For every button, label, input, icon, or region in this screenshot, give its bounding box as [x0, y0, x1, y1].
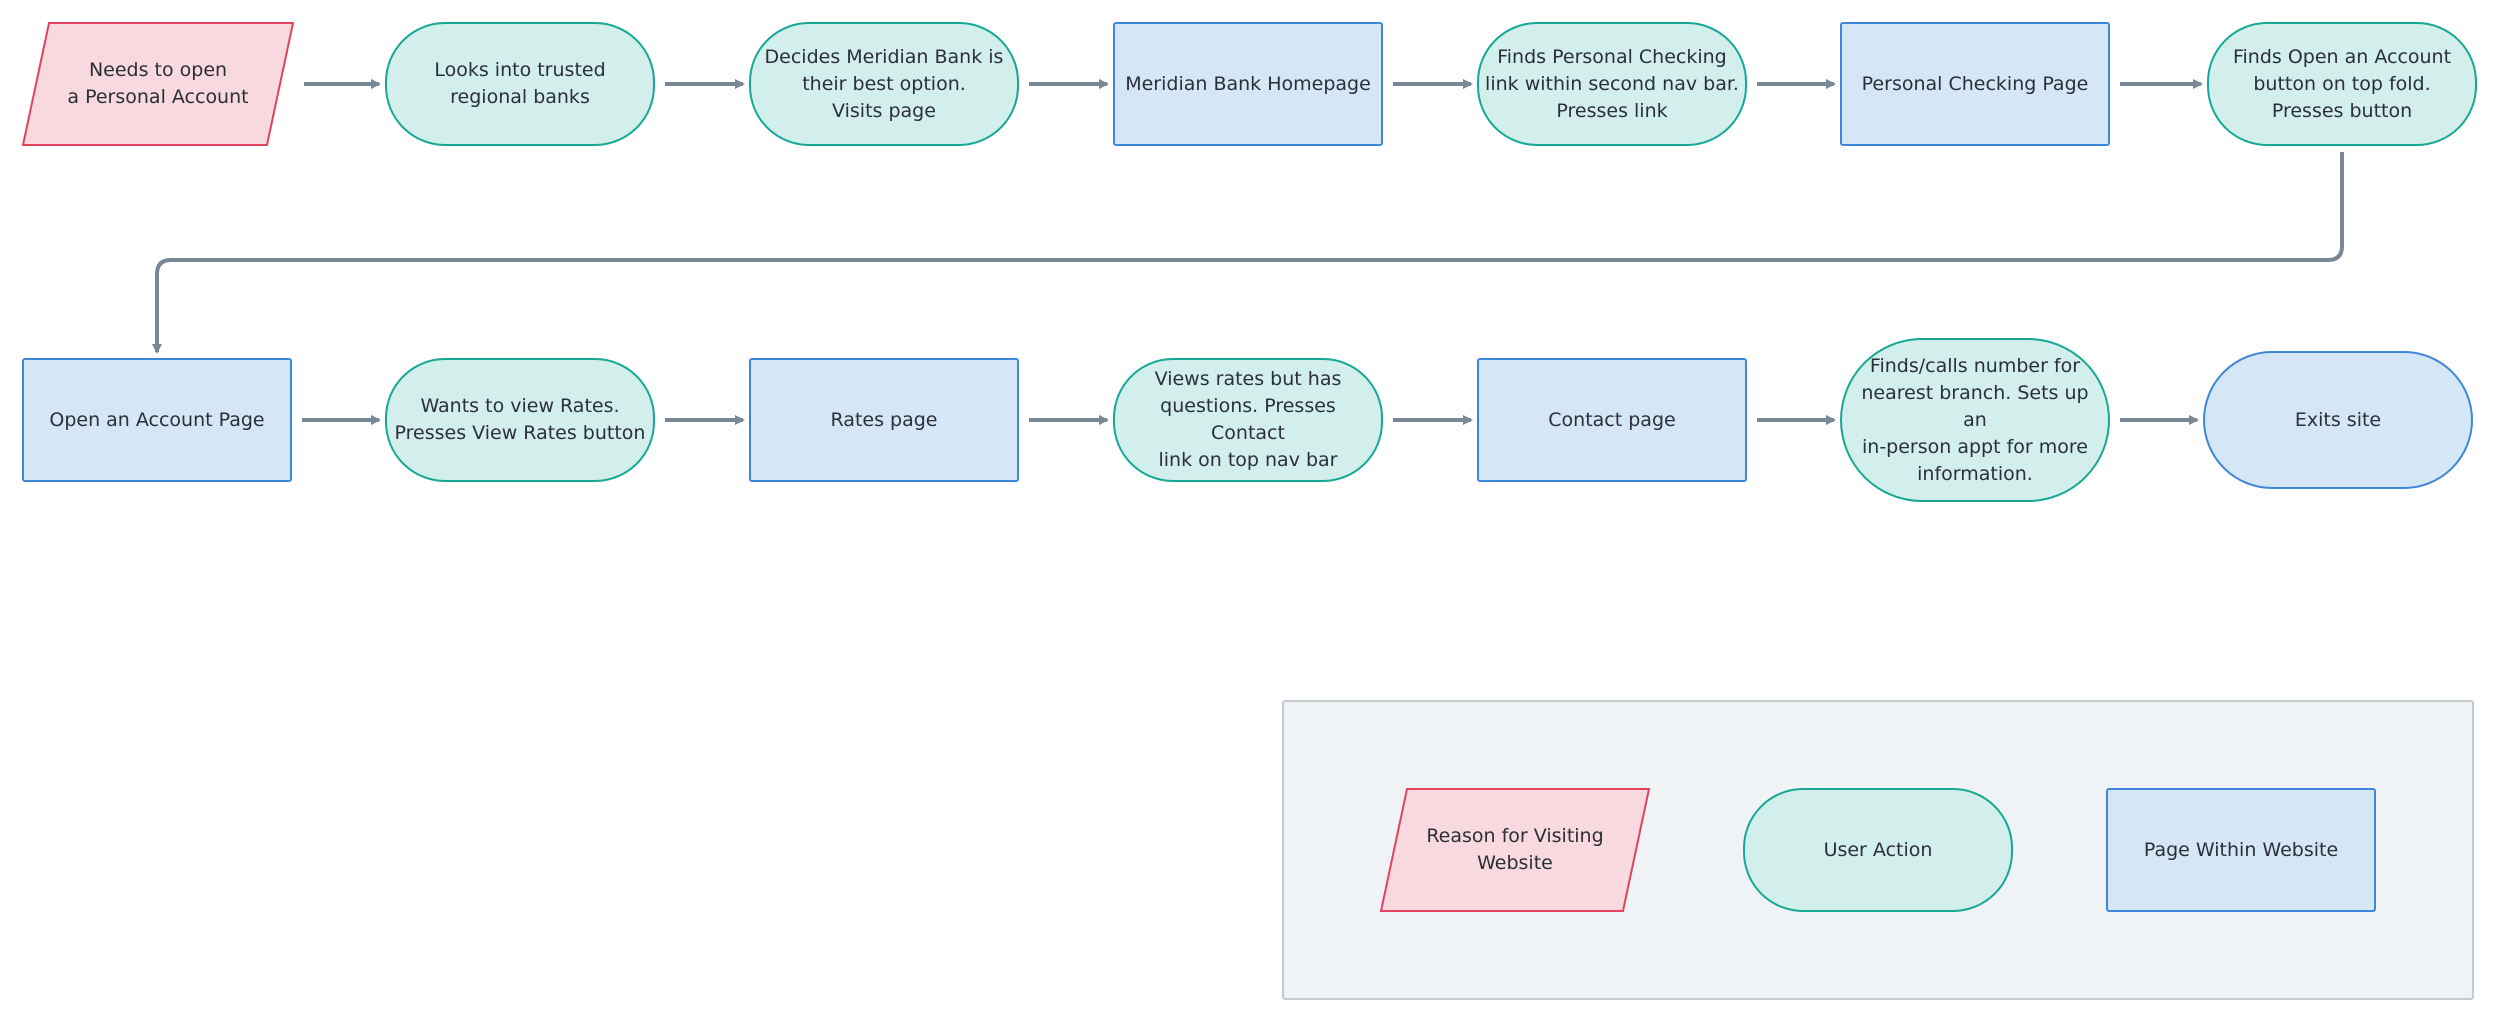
node-label: Finds Personal Checking link within seco… [1485, 45, 1739, 122]
legend-label: User Action [1823, 838, 1933, 861]
reason-shape [22, 22, 294, 146]
row-wrap-connector [152, 152, 2344, 354]
node-label: Finds Open an Account button on top fold… [2232, 45, 2452, 122]
action-wants-view-rates: Wants to view Rates. Presses View Rates … [385, 358, 655, 482]
legend-reason-shape [1380, 788, 1650, 912]
action-views-rates-contact: Views rates but has questions. Presses C… [1113, 358, 1383, 482]
page-personal-checking: Personal Checking Page [1840, 22, 2110, 146]
action-finds-personal-checking: Finds Personal Checking link within seco… [1477, 22, 1747, 146]
legend-label: Reason for Visiting Website [1426, 825, 1604, 874]
legend-page-within-website: Page Within Website [2106, 788, 2376, 912]
node-label: Contact page [1548, 408, 1676, 431]
node-label: Needs to open a Personal Account [67, 59, 249, 108]
parallelogram-shape [1380, 788, 1650, 912]
page-contact: Contact page [1477, 358, 1747, 482]
legend-label: Page Within Website [2143, 838, 2339, 861]
node-label: Finds/calls number for nearest branch. S… [1861, 354, 2089, 485]
page-rates: Rates page [749, 358, 1019, 482]
legend-reason: Reason for Visiting Website [1380, 788, 1650, 912]
action-calls-branch: Finds/calls number for nearest branch. S… [1840, 338, 2110, 502]
node-label: Meridian Bank Homepage [1125, 72, 1371, 95]
legend-user-action: User Action [1743, 788, 2013, 912]
page-meridian-homepage: Meridian Bank Homepage [1113, 22, 1383, 146]
node-label: Decides Meridian Bank is their best opti… [764, 45, 1004, 122]
action-finds-open-account: Finds Open an Account button on top fold… [2207, 22, 2477, 146]
terminal-exits-site: Exits site [2203, 351, 2473, 489]
action-decides-meridian: Decides Meridian Bank is their best opti… [749, 22, 1019, 146]
page-open-account: Open an Account Page [22, 358, 292, 482]
node-label: Wants to view Rates. Presses View Rates … [394, 395, 646, 444]
node-label: Open an Account Page [49, 408, 265, 431]
action-looks-into-banks: Looks into trusted regional banks [385, 22, 655, 146]
node-label: Exits site [2294, 408, 2382, 431]
reason-needs-personal-account: Needs to open a Personal Account [22, 22, 294, 146]
parallelogram-shape [22, 22, 294, 146]
node-label: Personal Checking Page [1861, 72, 2089, 95]
node-label: Views rates but has questions. Presses C… [1154, 368, 1342, 471]
node-label: Rates page [830, 408, 938, 431]
node-label: Looks into trusted regional banks [434, 59, 606, 108]
